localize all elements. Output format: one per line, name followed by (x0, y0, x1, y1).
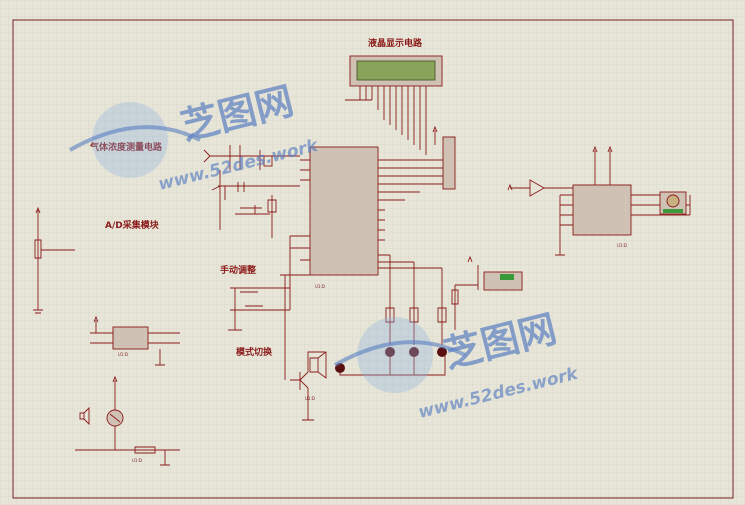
gas-sensor-label: 气体浓度测量电路 (89, 141, 163, 153)
lcd-screen (356, 60, 436, 81)
mode-switch-label: 模式切换 (236, 346, 273, 358)
sheet-border (12, 19, 734, 499)
adc-module-label: A/D采集模块 (105, 219, 160, 231)
watermark-globe (357, 317, 433, 393)
driver-chip (572, 184, 632, 236)
wires (33, 55, 691, 466)
part-label: U1:D (617, 243, 627, 248)
part-label: U1:D (118, 352, 128, 357)
part-label: U1:D (132, 458, 142, 463)
manual-adjust-label: 手动调整 (220, 264, 256, 276)
watermark-globe (92, 102, 168, 178)
part-label: U1:D (305, 396, 315, 401)
microcontroller-chip (309, 146, 379, 276)
lcd-circuit-label: 液晶显示电路 (368, 37, 423, 49)
part-labels: U1:D U1:D U1:D U1:D U1:D (118, 243, 627, 463)
push-buttons (335, 347, 447, 373)
part-label: U1:D (315, 284, 325, 289)
adc-chip (112, 326, 149, 350)
